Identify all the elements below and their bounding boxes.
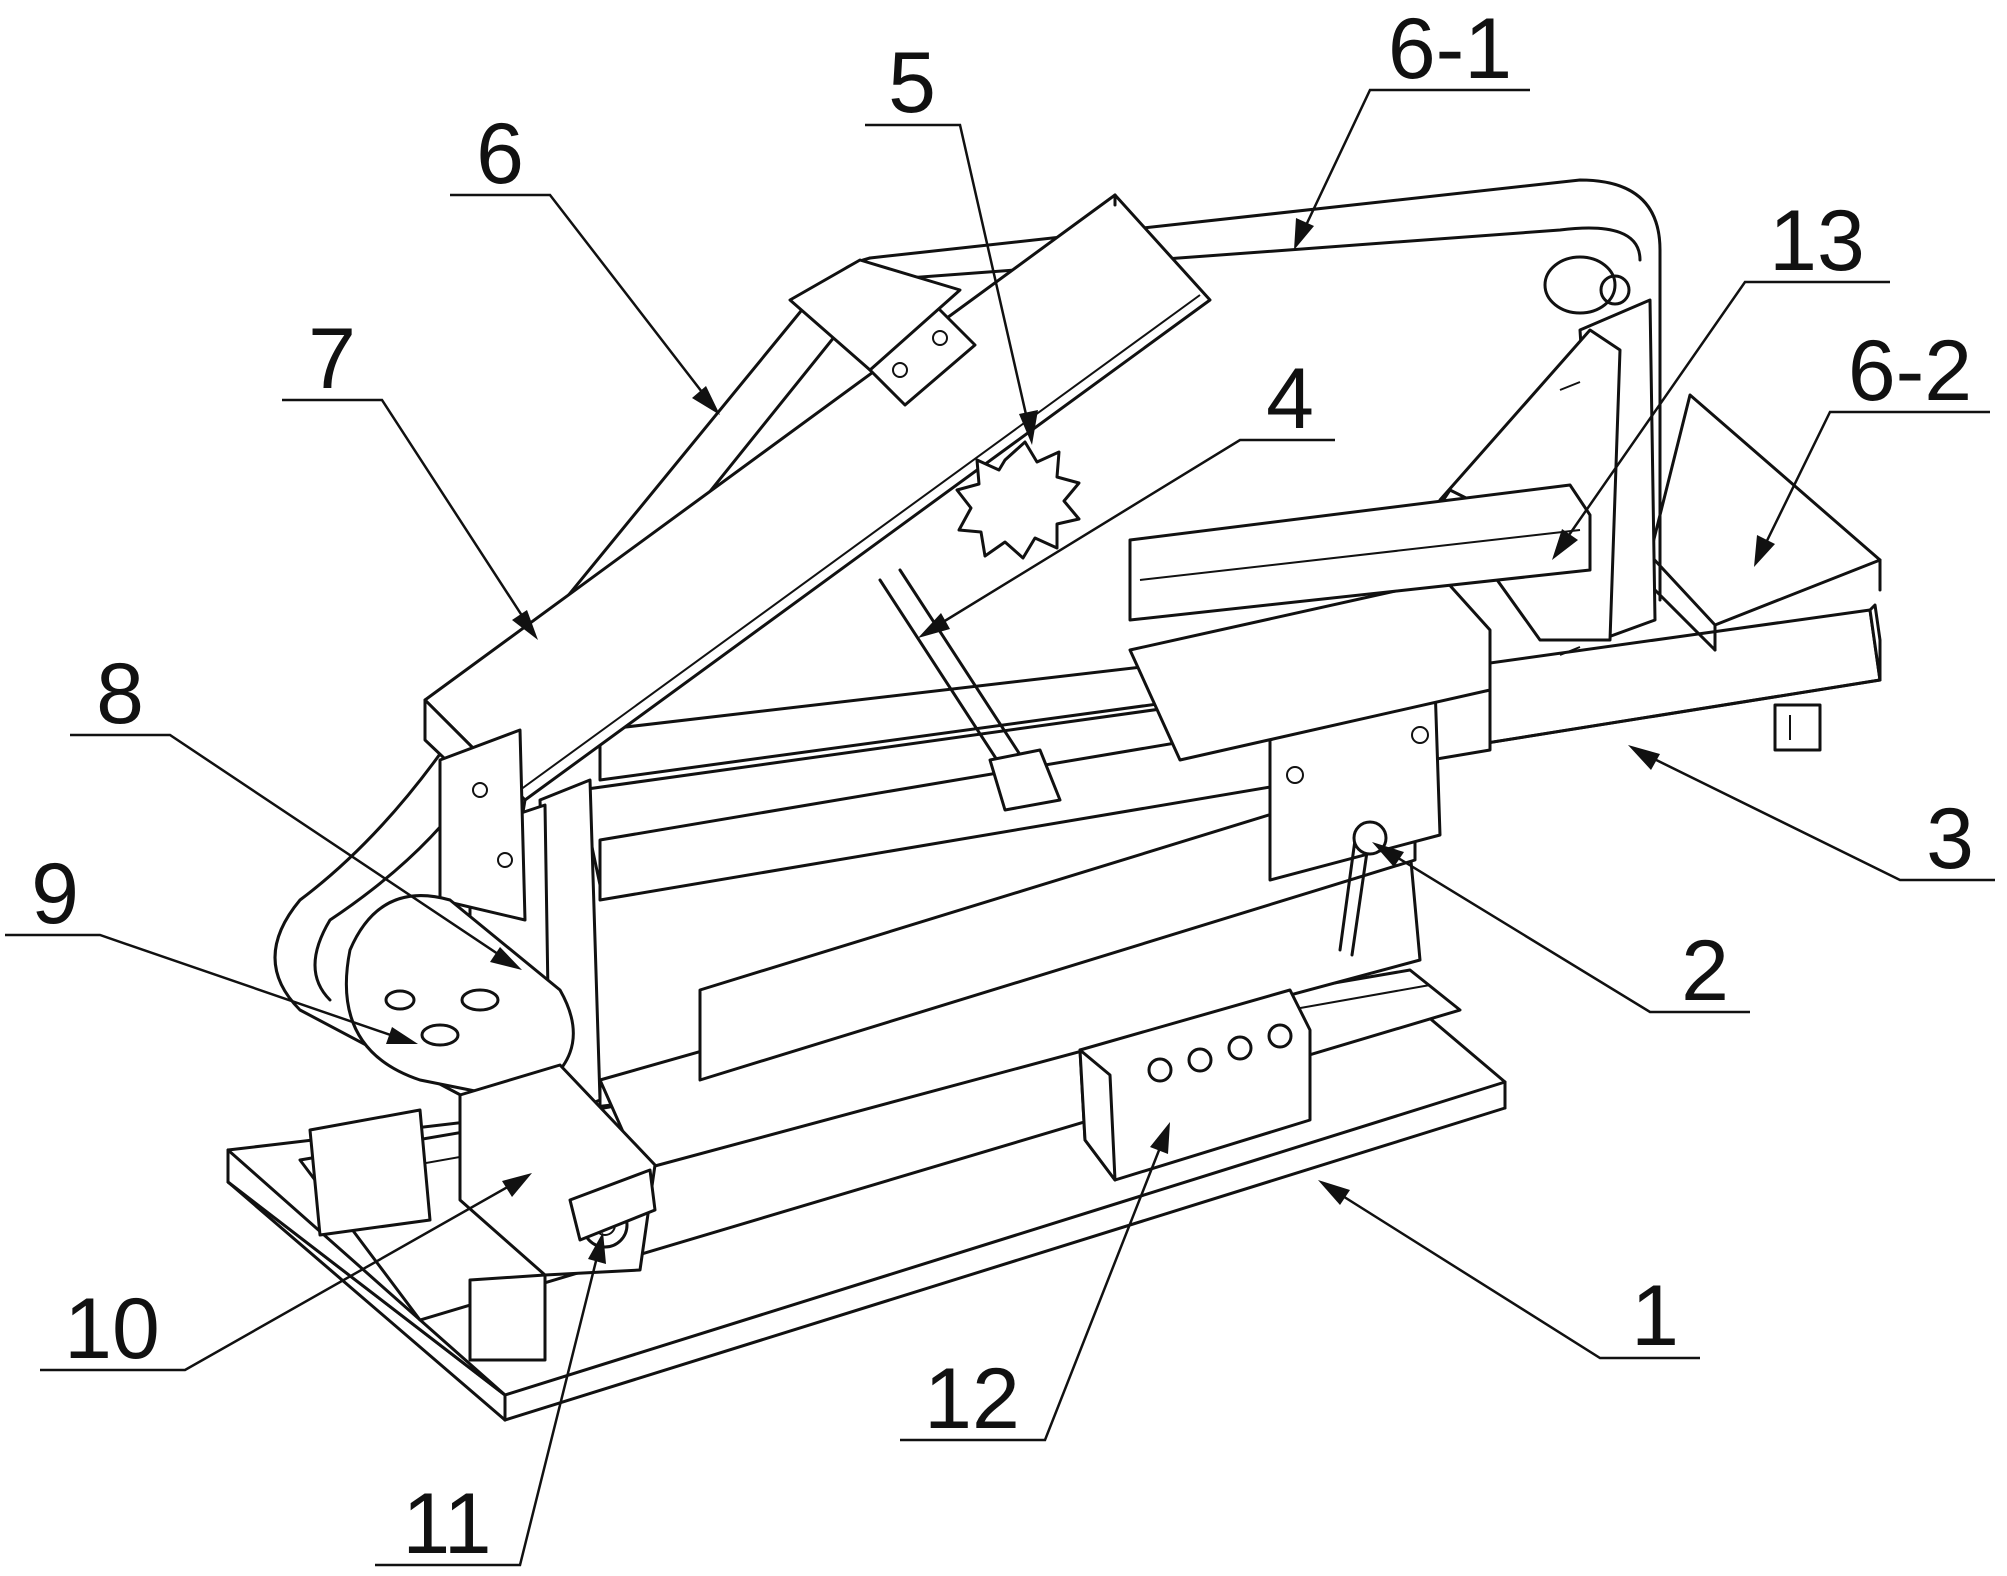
label-9: 9	[31, 846, 79, 942]
part-labels: 1 2 3 4 5 6 6-1 6-2 7 8 9 10 11 12 13	[31, 1, 1974, 1572]
label-3: 3	[1926, 791, 1974, 887]
label-11: 11	[402, 1476, 491, 1572]
control-box	[1078, 988, 1312, 1182]
label-5: 5	[888, 35, 936, 131]
right-upright	[1428, 255, 1657, 656]
carriage	[1128, 578, 1492, 957]
gas-spring	[878, 568, 1062, 812]
motor-block	[308, 1063, 657, 1362]
label-10: 10	[64, 1281, 160, 1377]
guide-bar	[1128, 483, 1592, 622]
label-6-1: 6-1	[1388, 1, 1512, 97]
swing-arm	[423, 193, 1212, 832]
label-12: 12	[924, 1351, 1020, 1447]
leader-lines	[5, 88, 1995, 1567]
drive-roller	[344, 894, 575, 1102]
label-13: 13	[1769, 193, 1865, 289]
label-8: 8	[96, 646, 144, 742]
label-7: 7	[308, 311, 356, 407]
label-6-2: 6-2	[1848, 323, 1972, 419]
label-6: 6	[476, 106, 524, 202]
label-1: 1	[1631, 1268, 1679, 1364]
label-2: 2	[1681, 923, 1729, 1019]
label-4: 4	[1266, 351, 1314, 447]
